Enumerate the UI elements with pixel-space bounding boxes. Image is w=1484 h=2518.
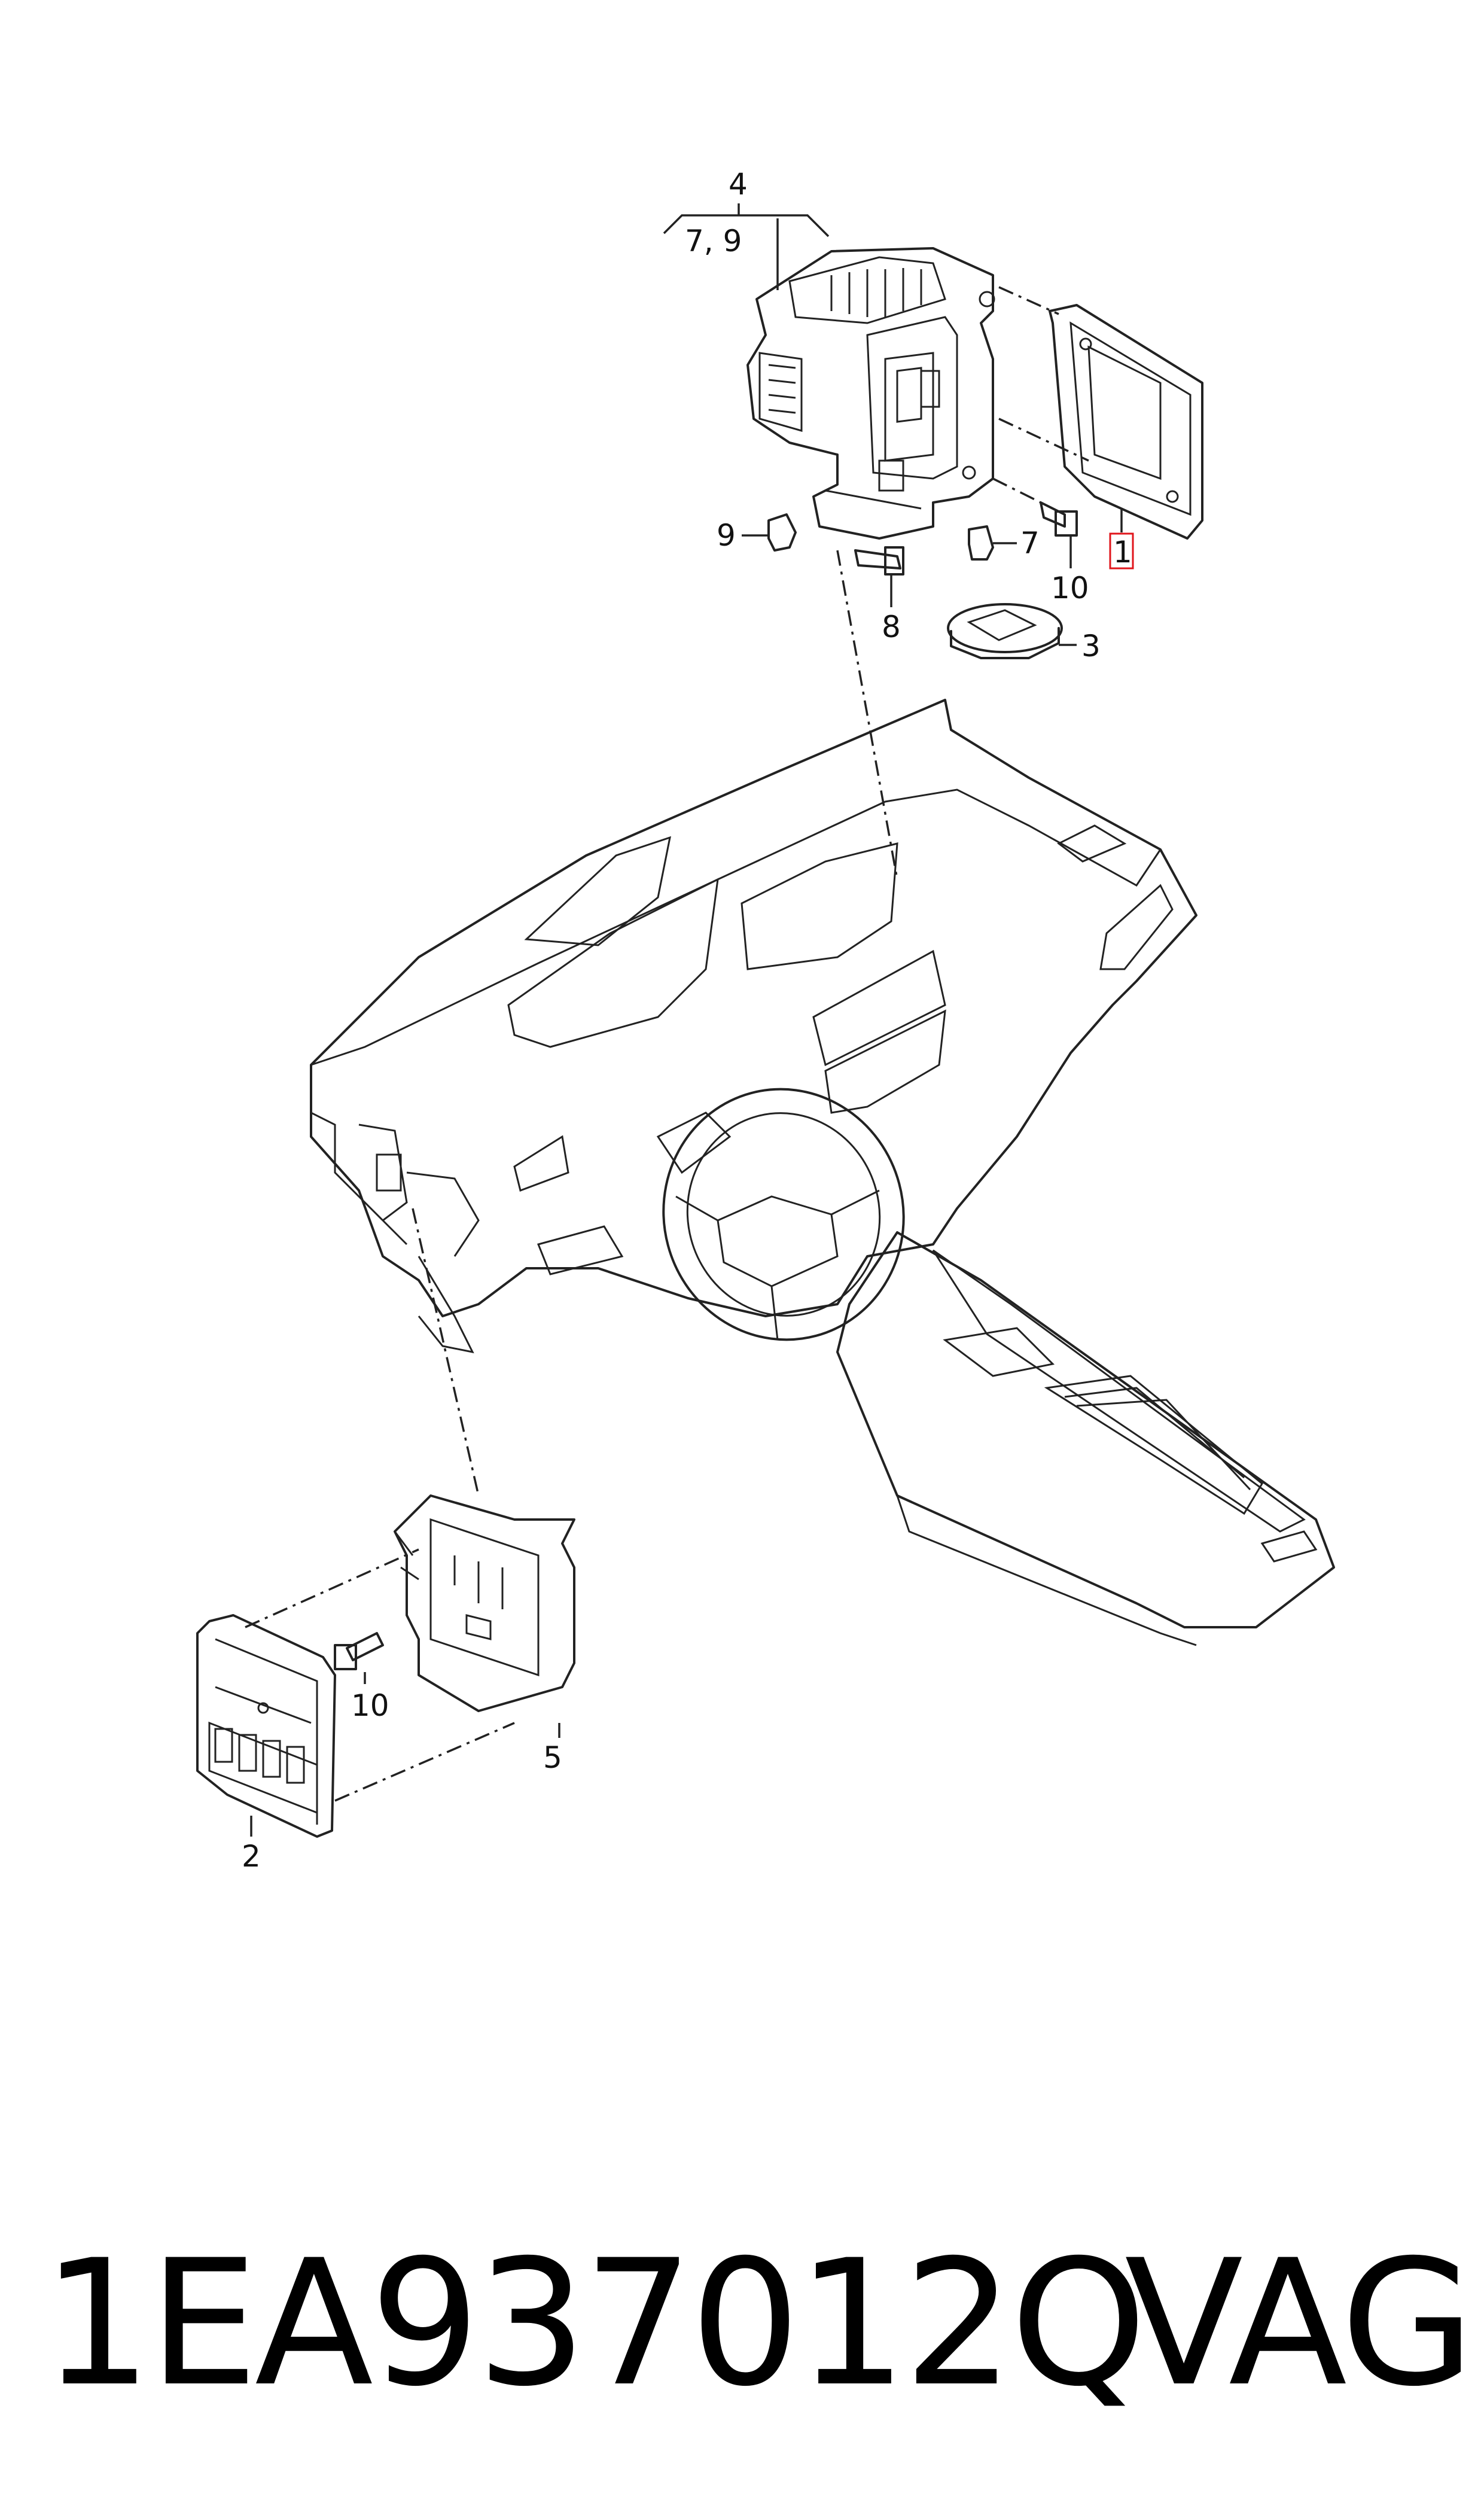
callout-9: 9 (717, 518, 736, 553)
callout-5: 5 (543, 1740, 562, 1775)
callout-10-top: 10 (1051, 571, 1089, 605)
part-number-caption: 1EA937012Q (42, 2223, 1147, 2425)
callout-1-group: 1 (1109, 509, 1134, 570)
bolt-part-10-top: 10 (1040, 501, 1089, 605)
control-unit-part-1 (1049, 304, 1203, 540)
clip-nut-part-9: 9 (717, 513, 797, 553)
callout-8: 8 (882, 610, 901, 644)
bolt-part-10-bottom: 10 (334, 1632, 389, 1723)
callout-4: 4 (729, 167, 748, 202)
dashboard-assembly (310, 699, 1197, 1354)
assembly-line-dashboard (836, 550, 898, 880)
assembly-line-2 (998, 418, 1089, 462)
callout-7: 7 (1020, 526, 1040, 561)
module-bracket-part-5: 5 (394, 1494, 575, 1775)
clip-nut-part-7: 7 (968, 525, 1040, 561)
brand-caption: VAG (1125, 2223, 1475, 2425)
callout-1-highlight (1109, 532, 1134, 570)
control-module-part-2: 2 (196, 1614, 336, 1874)
assembly-line-1 (998, 286, 1059, 315)
assembly-line-3 (992, 477, 1053, 510)
assembly-line-lower (412, 1208, 480, 1496)
callout-2: 2 (242, 1839, 261, 1874)
callout-4-bracket: 4 7, 9 (663, 167, 830, 290)
callout-10-bottom: 10 (351, 1688, 389, 1723)
callout-1: 1 (1113, 535, 1132, 570)
sensor-part-3: 3 (947, 603, 1101, 663)
assembly-line-module-top (245, 1548, 419, 1628)
callout-7-9: 7, 9 (685, 224, 742, 258)
center-console (836, 1231, 1335, 1646)
assembly-line-module-bottom (334, 1722, 515, 1802)
callout-3: 3 (1081, 629, 1101, 663)
mounting-bracket-part-4 (746, 247, 995, 540)
bolt-part-8: 8 (854, 546, 904, 644)
